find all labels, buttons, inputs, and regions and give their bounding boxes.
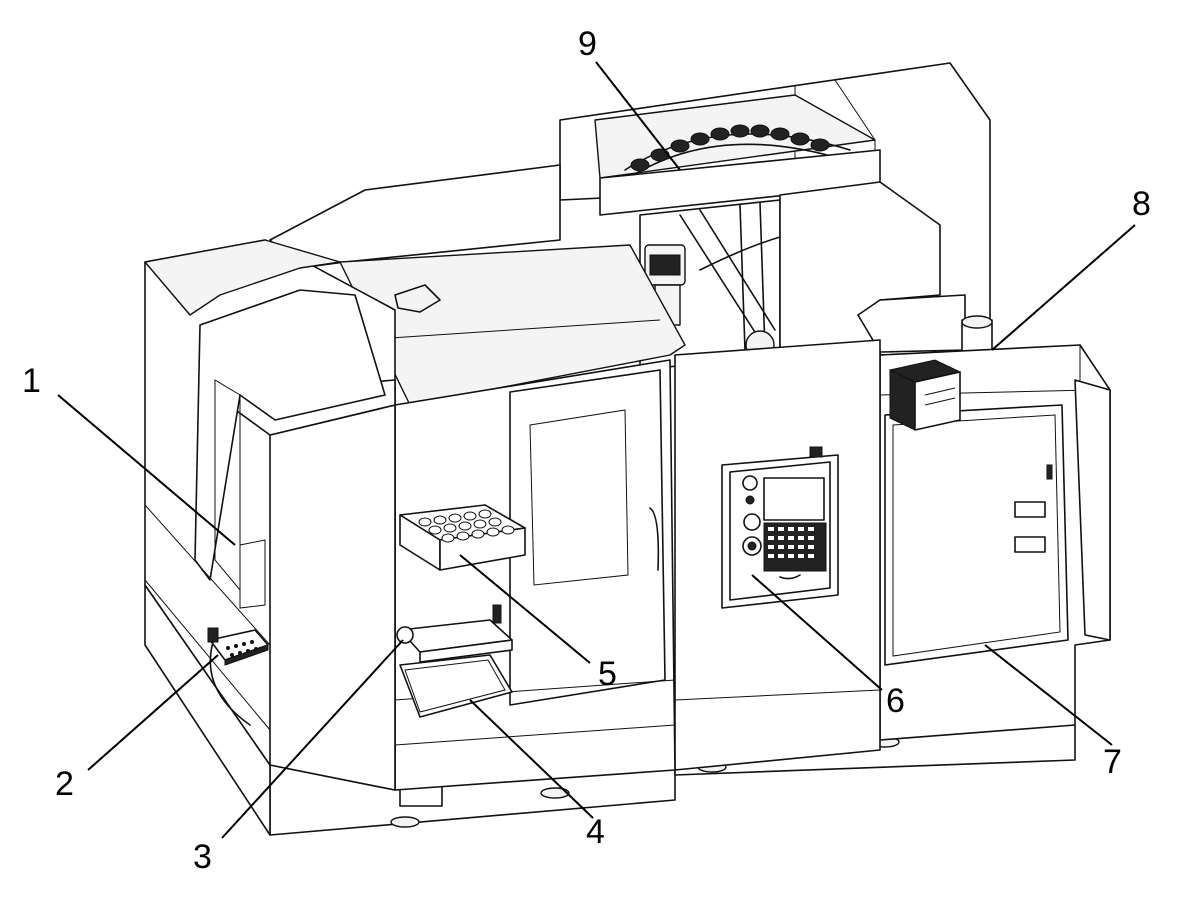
callout-labels: 1 2 3 4 5 6 7 8 9 (22, 25, 1151, 876)
leader-9 (595, 61, 681, 171)
roof-panel (339, 244, 686, 406)
electrical-cabinet-door (884, 404, 1069, 666)
left-enclosure (144, 239, 396, 791)
callout-7: 7 (1103, 743, 1122, 781)
leader-lines (57, 61, 1136, 839)
callout-4: 4 (586, 813, 605, 851)
remote-jog-handle (207, 627, 269, 726)
callout-1: 1 (22, 362, 41, 400)
leader-3 (221, 639, 404, 839)
leader-2 (87, 654, 219, 771)
main-enclosure (269, 164, 686, 791)
right-enclosure (779, 181, 1111, 741)
work-table (396, 604, 513, 663)
callout-9: 9 (578, 25, 597, 63)
leader-5 (459, 554, 591, 664)
storage-bin (399, 654, 513, 718)
control-pendant (721, 446, 839, 609)
tool-pockets (630, 124, 830, 172)
callout-6: 6 (886, 682, 905, 720)
leader-7 (984, 644, 1113, 746)
operator-door (509, 369, 666, 706)
callout-2: 2 (55, 765, 74, 803)
center-front-panel (674, 339, 881, 771)
callout-5: 5 (598, 655, 617, 693)
callout-8: 8 (1132, 185, 1151, 223)
leader-4 (469, 699, 594, 819)
callout-3: 3 (193, 838, 212, 876)
leader-8 (991, 224, 1136, 351)
leader-1 (57, 394, 236, 546)
power-supply-module (888, 359, 962, 431)
tool-tray (399, 504, 526, 571)
leader-6 (751, 574, 883, 691)
